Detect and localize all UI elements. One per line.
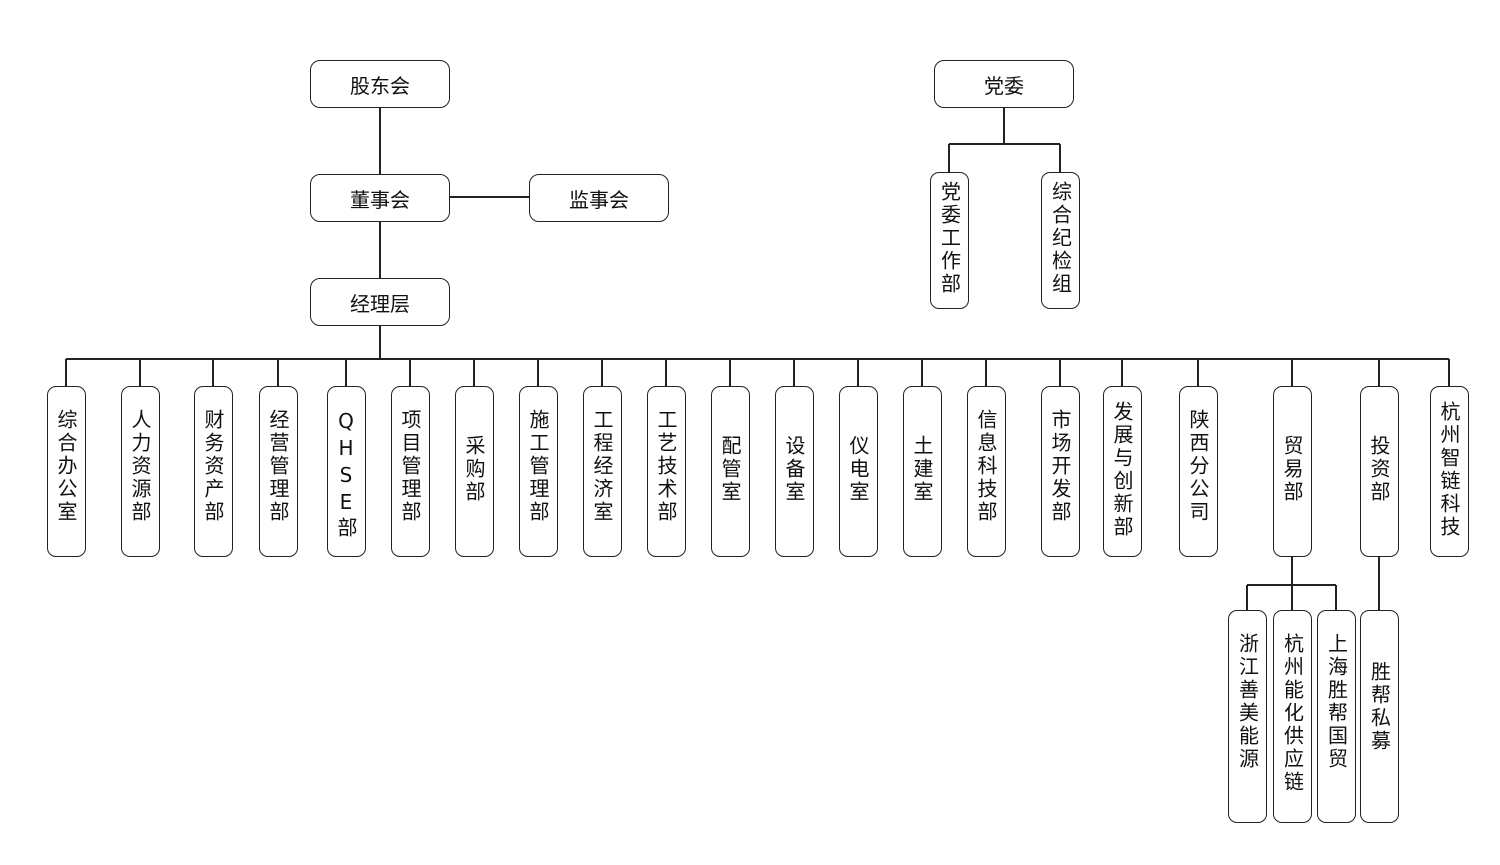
dept-business-mgmt: 经营管理部 <box>258 386 298 557</box>
dept-label: 配管室 <box>718 435 742 504</box>
party-work-dept-label: 党委工作部 <box>937 181 962 296</box>
supervisors-box: 监事会 <box>529 174 669 222</box>
dept-label: 采购部 <box>462 435 486 504</box>
dept-hangzhou-smartchain: 杭州智链科技 <box>1429 386 1469 557</box>
dept-label: 市场开发部 <box>1048 409 1072 524</box>
dept-label: 经营管理部 <box>266 409 290 524</box>
dept-general-office: 综合办公室 <box>46 386 86 557</box>
subsidiary-label: 胜帮私募 <box>1367 661 1392 753</box>
dept-trade: 贸易部 <box>1272 386 1312 557</box>
discipline-group-box: 综合纪检组 <box>1041 172 1080 309</box>
dept-label: 投资部 <box>1367 435 1391 504</box>
dept-label: 发展与创新部 <box>1110 401 1134 539</box>
management-label: 经理层 <box>350 291 410 316</box>
dept-label: 财务资产部 <box>201 409 225 524</box>
dept-label: 陕西分公司 <box>1186 409 1210 524</box>
board-label: 董事会 <box>350 187 410 212</box>
dept-procurement: 采购部 <box>454 386 494 557</box>
dept-development-innovation: 发展与创新部 <box>1102 386 1142 557</box>
dept-qhse: QHSE部 <box>326 386 366 557</box>
dept-process-tech: 工艺技术部 <box>646 386 686 557</box>
shareholders-label: 股东会 <box>350 73 410 98</box>
dept-label: 信息科技部 <box>974 409 998 524</box>
dept-label: 工程经济室 <box>590 409 614 524</box>
discipline-group-label: 综合纪检组 <box>1048 181 1073 296</box>
dept-instrument-electrical: 仪电室 <box>838 386 878 557</box>
subsidiary-zhejiang-shanmei: 浙江善美能源 <box>1228 610 1267 823</box>
dept-piping: 配管室 <box>710 386 750 557</box>
dept-label: 工艺技术部 <box>654 409 678 524</box>
subsidiary-label: 上海胜帮国贸 <box>1324 633 1349 771</box>
subsidiary-label: 浙江善美能源 <box>1235 633 1260 771</box>
dept-label: 杭州智链科技 <box>1437 401 1461 539</box>
dept-shaanxi-branch: 陕西分公司 <box>1178 386 1218 557</box>
dept-label: 施工管理部 <box>526 409 550 524</box>
dept-construction-mgmt: 施工管理部 <box>518 386 558 557</box>
subsidiary-hangzhou-supply-chain: 杭州能化供应链 <box>1273 610 1312 823</box>
board-box: 董事会 <box>310 174 450 222</box>
dept-label: 贸易部 <box>1280 435 1304 504</box>
party-work-dept-box: 党委工作部 <box>930 172 969 309</box>
supervisors-label: 监事会 <box>569 187 629 212</box>
dept-label: 设备室 <box>782 435 806 504</box>
dept-market-dev: 市场开发部 <box>1040 386 1080 557</box>
dept-engineering-economy: 工程经济室 <box>582 386 622 557</box>
dept-civil: 土建室 <box>902 386 942 557</box>
shareholders-box: 股东会 <box>310 60 450 108</box>
dept-info-tech: 信息科技部 <box>966 386 1006 557</box>
dept-label: 仪电室 <box>846 435 870 504</box>
dept-hr: 人力资源部 <box>120 386 160 557</box>
dept-investment: 投资部 <box>1359 386 1399 557</box>
party-committee-label: 党委 <box>984 73 1024 98</box>
dept-label: 土建室 <box>910 435 934 504</box>
party-committee-box: 党委 <box>934 60 1074 108</box>
dept-label: 项目管理部 <box>398 409 422 524</box>
dept-project-mgmt: 项目管理部 <box>390 386 430 557</box>
dept-finance-assets: 财务资产部 <box>193 386 233 557</box>
subsidiary-shanghai-trade: 上海胜帮国贸 <box>1317 610 1356 823</box>
dept-label: QHSE部 <box>334 409 358 540</box>
management-box: 经理层 <box>310 278 450 326</box>
dept-equipment: 设备室 <box>774 386 814 557</box>
subsidiary-private-equity: 胜帮私募 <box>1360 610 1399 823</box>
subsidiary-label: 杭州能化供应链 <box>1280 633 1305 794</box>
dept-label: 综合办公室 <box>54 409 78 524</box>
dept-label: 人力资源部 <box>128 409 152 524</box>
